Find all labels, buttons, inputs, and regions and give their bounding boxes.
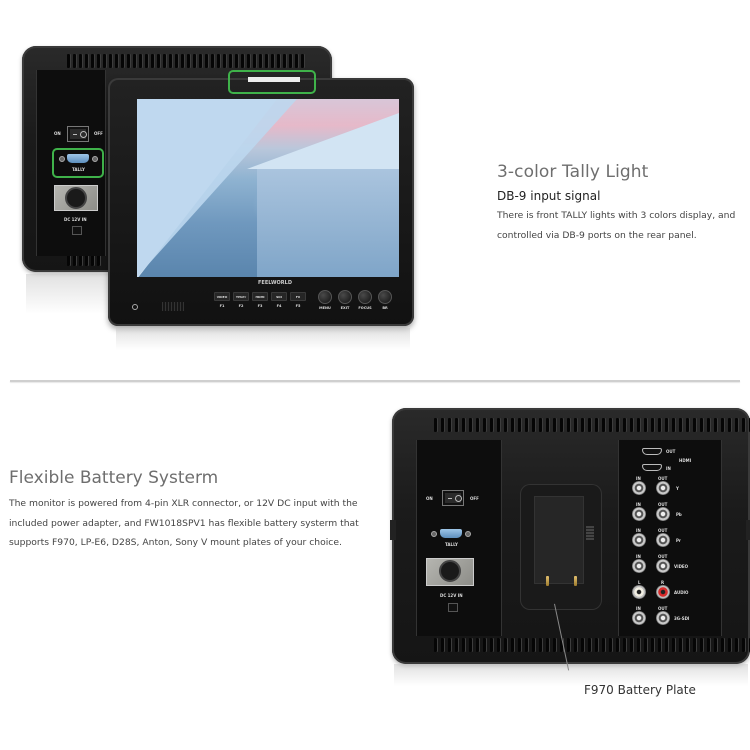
tally-light-highlight — [228, 70, 316, 94]
rca-left-port — [632, 585, 646, 599]
io-row-pb: IN OUT Pb — [628, 502, 718, 522]
io-row-video: IN OUT VIDEO — [628, 554, 718, 574]
bottom-vents — [67, 252, 100, 266]
battery-description: The monitor is powered from 4-pin XLR co… — [9, 498, 359, 548]
dc-jack — [72, 226, 82, 235]
dc-in-label: DC 12V IN — [440, 593, 463, 598]
side-tab-left — [390, 520, 396, 540]
tally-product-image: ON OFF TALLY DC 12V IN FEELWORLD VIDEO F… — [20, 40, 420, 350]
db9-screw-left — [59, 156, 65, 162]
key-f5[interactable]: F6 F5 — [290, 292, 306, 308]
battery-release-latch — [586, 526, 594, 540]
tally-subheading: DB-9 input signal — [497, 189, 601, 203]
db9-connector — [440, 529, 462, 538]
bnc-in-port — [632, 507, 646, 521]
hdmi-out-port — [642, 448, 662, 455]
io-row-y: IN OUT Y — [628, 476, 718, 496]
hdmi-in-label: IN — [666, 466, 671, 471]
db9-connector — [67, 154, 89, 163]
power-switch — [67, 126, 89, 142]
bnc-out-port — [656, 611, 670, 625]
rca-right-port — [656, 585, 670, 599]
bnc-in-port — [632, 611, 646, 625]
top-vents — [67, 54, 304, 68]
xlr-connector — [439, 560, 461, 582]
side-tab-right — [746, 520, 750, 540]
bnc-out-port — [656, 533, 670, 547]
front-keys: VIDEO F1 YPbPr F2 HDMI F3 SDI F4 F6 F5 — [214, 292, 306, 308]
tally-port-highlight — [52, 148, 104, 178]
hdmi-out-label: OUT — [666, 449, 676, 454]
tally-label: TALLY — [445, 542, 458, 547]
knob-icon — [378, 290, 392, 304]
rear-io-panel — [36, 70, 106, 256]
bnc-in-port — [632, 559, 646, 573]
battery-plate — [520, 484, 602, 610]
xlr-connector — [65, 187, 87, 209]
front-knobs: MENU EXIT FOCUS BR — [318, 290, 392, 310]
snow-slope — [137, 99, 297, 277]
io-row-pr: IN OUT Pr — [628, 528, 718, 548]
key-f3[interactable]: HDMI F3 — [252, 292, 268, 308]
switch-on-label: ON — [426, 496, 433, 501]
knob-icon — [338, 290, 352, 304]
bnc-out-port — [656, 481, 670, 495]
key-f1[interactable]: VIDEO F1 — [214, 292, 230, 308]
monitor-screen — [137, 99, 399, 277]
db9-screw-right — [465, 531, 471, 537]
dc-in-label: DC 12V IN — [64, 217, 87, 222]
key-f2[interactable]: YPbPr F2 — [233, 292, 249, 308]
power-switch — [442, 490, 464, 506]
front-monitor-reflection — [116, 328, 410, 350]
hdmi-label: HDMI — [679, 458, 692, 463]
battery-pin-left — [546, 576, 549, 586]
hdmi-in-port — [642, 464, 662, 471]
io-row-audio: L R AUDIO — [628, 580, 718, 600]
bnc-out-port — [656, 507, 670, 521]
knob-focus[interactable]: FOCUS — [358, 290, 372, 310]
left-io-panel — [416, 440, 502, 636]
headphone-jack — [132, 304, 138, 310]
io-rows: IN OUT Y IN OUT Pb IN OUT Pr IN OUT VIDE… — [628, 476, 718, 626]
front-monitor: FEELWORLD VIDEO F1 YPbPr F2 HDMI F3 SDI … — [108, 70, 414, 326]
switch-off-label: OFF — [94, 131, 103, 136]
bottom-vents — [434, 638, 750, 652]
knob-menu[interactable]: MENU — [318, 290, 332, 310]
battery-plate-caption: F970 Battery Plate — [584, 683, 696, 697]
battery-slot — [534, 496, 584, 584]
battery-rear-monitor: ON OFF TALLY DC 12V IN OUT IN HDMI IN OU… — [390, 408, 750, 664]
db9-screw-right — [92, 156, 98, 162]
tally-light-bar — [248, 77, 300, 82]
knob-icon — [318, 290, 332, 304]
top-vents — [434, 418, 750, 432]
battery-monitor-reflection — [394, 664, 748, 686]
knob-icon — [358, 290, 372, 304]
speaker-grille — [162, 302, 184, 311]
db9-screw-left — [431, 531, 437, 537]
battery-pin-right — [574, 576, 577, 586]
brand-logo: FEELWORLD — [258, 280, 292, 286]
section-divider — [10, 380, 740, 382]
knob-br[interactable]: BR — [378, 290, 392, 310]
knob-exit[interactable]: EXIT — [338, 290, 352, 310]
battery-heading: Flexible Battery Systerm — [9, 468, 219, 488]
dc-jack — [448, 603, 458, 612]
switch-off-label: OFF — [470, 496, 479, 501]
key-f4[interactable]: SDI F4 — [271, 292, 287, 308]
tally-description: There is front TALLY lights with 3 color… — [497, 210, 736, 241]
switch-on-label: ON — [54, 131, 61, 136]
io-row-sdi: IN OUT 3G-SDI — [628, 606, 718, 626]
bnc-out-port — [656, 559, 670, 573]
tally-heading: 3-color Tally Light — [497, 162, 649, 182]
bnc-in-port — [632, 533, 646, 547]
bnc-in-port — [632, 481, 646, 495]
tally-label: TALLY — [72, 167, 85, 172]
